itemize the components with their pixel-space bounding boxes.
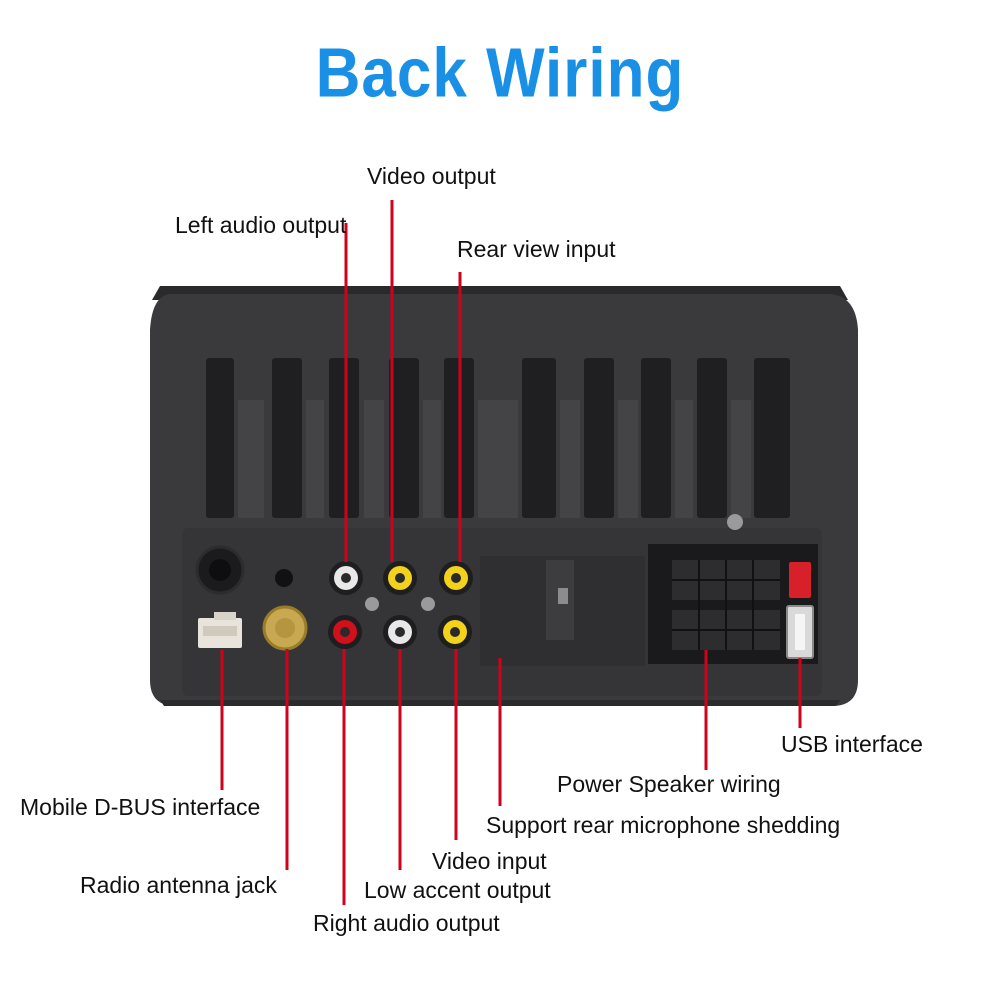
label-support-rear-microphone: Support rear microphone shedding <box>486 812 841 838</box>
rca-low-accent <box>383 615 417 649</box>
dbus-latch <box>214 612 236 620</box>
fuse <box>789 562 811 598</box>
rca-video-input <box>438 615 472 649</box>
usb-port-tongue <box>795 614 805 650</box>
gps-socket-hole <box>209 559 231 581</box>
iso-pin-dividers <box>672 560 780 650</box>
label-video-input: Video input <box>432 848 547 874</box>
label-mobile-dbus-interface: Mobile D-BUS interface <box>20 794 261 820</box>
label-rear-view-input: Rear view input <box>457 236 616 262</box>
label-power-speaker-wiring: Power Speaker wiring <box>557 771 781 797</box>
page-title: Back Wiring <box>315 34 685 113</box>
rca-left-audio <box>329 561 363 595</box>
rca-right-audio <box>328 615 362 649</box>
antenna-jack-center <box>275 618 295 638</box>
leader-lines <box>220 200 802 905</box>
label-video-output: Video output <box>367 163 496 189</box>
heat-sink-fins <box>206 358 790 518</box>
housing-ribs <box>238 400 751 518</box>
small-hole <box>275 569 293 587</box>
label-left-audio-output: Left audio output <box>175 212 347 238</box>
label-usb-interface: USB interface <box>781 731 923 757</box>
label-right-audio-output: Right audio output <box>313 910 500 936</box>
recessed-pin <box>558 588 568 604</box>
rca-video-output <box>383 561 417 595</box>
dbus-pins <box>203 626 237 636</box>
label-radio-antenna-jack: Radio antenna jack <box>80 872 277 898</box>
label-low-accent-output: Low accent output <box>364 877 551 903</box>
rca-rear-view-input <box>439 561 473 595</box>
